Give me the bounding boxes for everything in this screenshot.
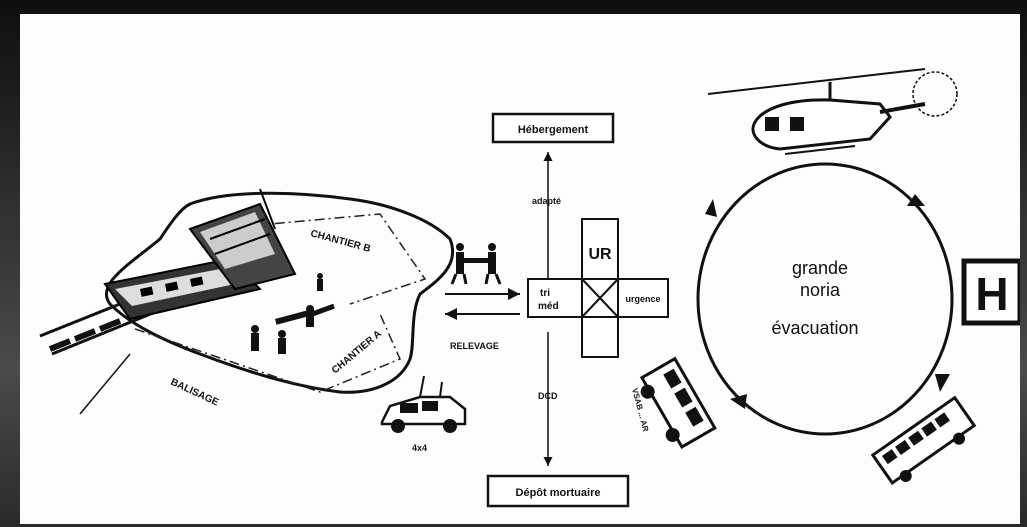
hospital-label: H <box>975 268 1008 320</box>
derailed-train <box>105 189 295 319</box>
relevage-label: RELEVAGE <box>450 341 499 351</box>
balisage-label: BALISAGE <box>169 377 221 409</box>
adapte-label: adapté <box>532 196 561 206</box>
vehicle-4x4-icon <box>382 376 465 433</box>
tri-label: tri <box>540 288 550 299</box>
hebergement-label: Hébergement <box>518 124 589 136</box>
vehicle-4x4-label: 4x4 <box>412 443 427 453</box>
ur-label: UR <box>588 246 612 263</box>
grande-label: grande <box>792 258 848 278</box>
stretcher-bearers-icon <box>452 243 500 284</box>
ur-lower-box <box>582 317 618 357</box>
diagram-canvas: CHANTIER B CHANTIER A BALISAGE RELEVAGE <box>20 14 1020 524</box>
bus-icon <box>873 398 979 490</box>
dcd-label: DCD <box>538 391 558 401</box>
noria-label: noria <box>800 280 841 300</box>
depot-mortuaire-label: Dépôt mortuaire <box>516 487 601 499</box>
pointer-line <box>80 354 130 414</box>
evacuation-label: évacuation <box>771 318 858 338</box>
urgence-label: urgence <box>625 294 660 304</box>
helicopter-icon <box>708 69 957 154</box>
ambulance-icon <box>634 359 715 452</box>
med-label: méd <box>538 301 559 312</box>
chantier-b-label: CHANTIER B <box>309 228 371 255</box>
emergency-organization-diagram: CHANTIER B CHANTIER A BALISAGE RELEVAGE <box>20 14 1020 524</box>
rescuers <box>251 273 335 354</box>
